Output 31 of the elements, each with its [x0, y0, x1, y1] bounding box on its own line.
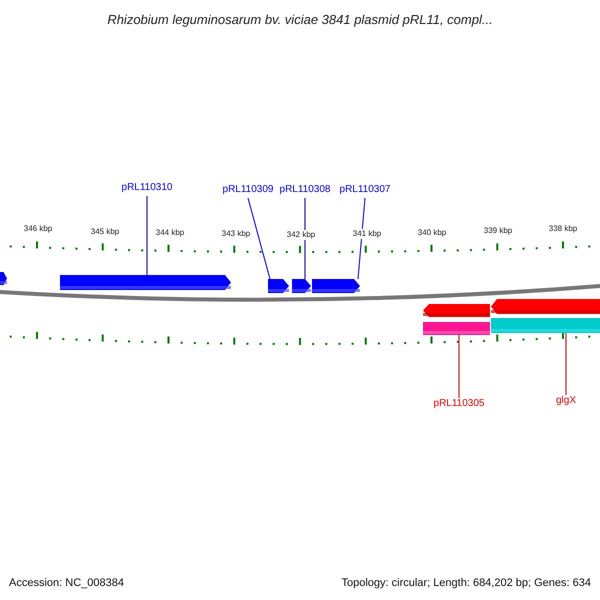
gene-label: glgX: [556, 395, 576, 407]
scale-label: 339 kbp: [482, 226, 514, 236]
gene-label: pRL110308: [280, 184, 330, 196]
leader-line: [358, 198, 366, 280]
footer-text: Topology: circular; Length: 684,202 bp; Genes: 634: [341, 576, 591, 591]
scale-label: 338 kbp: [548, 224, 578, 234]
leader-line: [304, 198, 306, 280]
scale-label: 342 kbp: [286, 230, 316, 240]
scale-label: 343 kbp: [220, 229, 252, 239]
title: Rhizobium leguminosarum bv. viciae 3841 plasmid pRL11, compl...: [106, 11, 494, 29]
leader-line: [146, 196, 148, 276]
gene-label: pRL110309: [222, 184, 274, 196]
gene-feature: [491, 299, 600, 314]
gene-label: pRL110310: [122, 182, 172, 194]
scale-label: 340 kbp: [416, 228, 448, 238]
footer-text: Accession: NC_008384: [9, 576, 124, 591]
gene-feature: [292, 279, 311, 293]
scale-label: 344 kbp: [154, 228, 186, 238]
gene-feature: [423, 304, 490, 317]
feature-bar: [423, 322, 490, 335]
feature-bar: [491, 318, 600, 333]
leader-line: [248, 198, 270, 280]
gene-label: pRL110305: [434, 398, 484, 410]
gene-label: pRL110307: [340, 184, 390, 196]
leader-line: [458, 334, 460, 398]
scale-label: 345 kbp: [90, 227, 120, 237]
gene-feature: [60, 275, 231, 290]
scale-label: 341 kbp: [352, 229, 382, 239]
gene-feature: [268, 279, 289, 293]
scale-label: 346 kbp: [22, 224, 54, 234]
gene-feature: [0, 272, 7, 285]
